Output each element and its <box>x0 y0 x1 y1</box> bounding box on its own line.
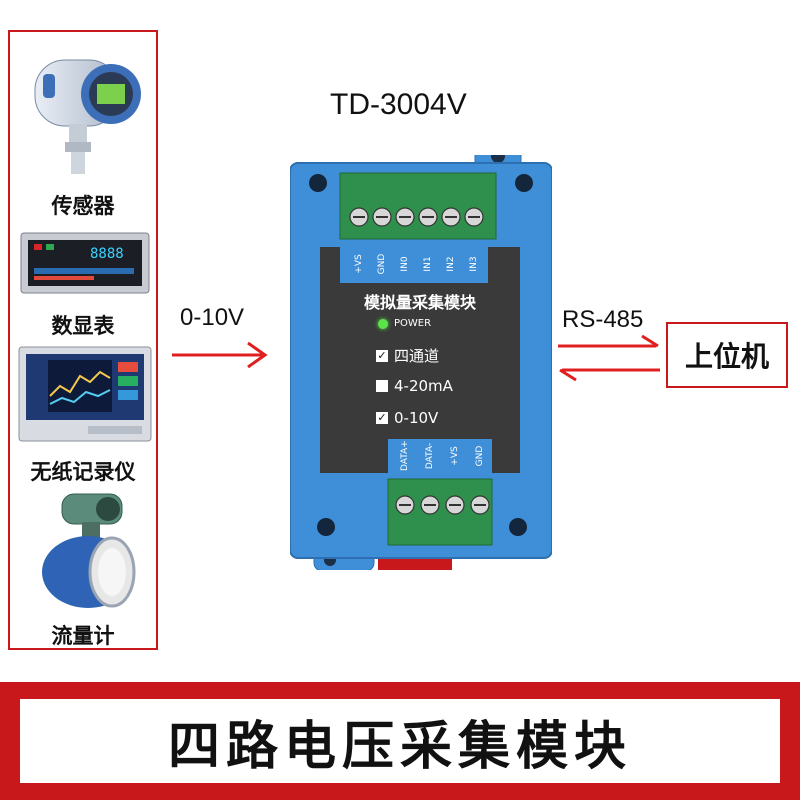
flow-meter-icon <box>42 493 136 608</box>
checkbox-checked-icon: ✓ <box>376 348 388 362</box>
acquisition-module: +VS GND IN0 IN1 IN2 IN3 模拟量采集模块 POWER ✓ … <box>290 155 552 570</box>
input-arrow-icon <box>172 341 268 369</box>
terminal-label-in1: IN1 <box>423 256 433 272</box>
host-computer-box: 上位机 <box>666 322 788 388</box>
device-panel <box>8 30 158 650</box>
bidirectional-arrow-icon <box>558 334 660 382</box>
module-body <box>290 155 552 570</box>
bottom-terminal-screws <box>395 495 490 515</box>
terminal-label-vs: +VS <box>354 254 364 274</box>
power-led-icon <box>378 319 388 329</box>
device-label-flowmeter: 流量计 <box>51 624 115 648</box>
terminal-label-data-minus: DATA- <box>425 442 435 470</box>
option-0-10v: ✓ 0-10V <box>376 409 438 427</box>
device-label-meter: 数显表 <box>51 314 115 338</box>
device-label-recorder: 无纸记录仪 <box>30 460 136 484</box>
checkbox-unchecked-icon <box>376 380 388 392</box>
option-label: 四通道 <box>394 347 440 365</box>
digital-display-meter-icon: 8888 <box>20 232 150 294</box>
terminal-label-in0: IN0 <box>400 256 410 272</box>
device-label-sensor: 传感器 <box>51 194 115 218</box>
product-banner: 四路电压采集模块 <box>0 682 800 800</box>
terminal-label-data-plus: DATA+ <box>400 440 410 471</box>
option-label: 4-20mA <box>394 377 453 395</box>
pressure-sensor-icon <box>34 59 141 174</box>
host-label: 上位机 <box>684 340 769 373</box>
terminal-label-gnd-bottom: GND <box>475 445 485 467</box>
power-label: POWER <box>394 318 432 329</box>
option-four-channel: ✓ 四通道 <box>376 345 439 366</box>
banner-inner: 四路电压采集模块 <box>20 699 780 783</box>
checkbox-checked-icon: ✓ <box>376 411 388 424</box>
top-terminal-screws <box>349 207 484 227</box>
terminal-label-in3: IN3 <box>469 256 479 272</box>
paperless-recorder-icon <box>18 346 152 442</box>
terminal-label-gnd: GND <box>377 253 387 275</box>
option-4-20ma: 4-20mA <box>376 377 453 395</box>
option-label: 0-10V <box>394 409 439 427</box>
svg-text:8888: 8888 <box>90 246 124 262</box>
model-title: TD-3004V <box>330 88 467 121</box>
terminal-label-vs-bottom: +VS <box>450 446 460 466</box>
terminal-label-in2: IN2 <box>446 256 456 272</box>
input-signal-label: 0-10V <box>180 304 245 331</box>
panel-title: 模拟量采集模块 <box>363 293 476 312</box>
protocol-label: RS-485 <box>562 306 644 333</box>
banner-title: 四路电压采集模块 <box>167 716 632 777</box>
